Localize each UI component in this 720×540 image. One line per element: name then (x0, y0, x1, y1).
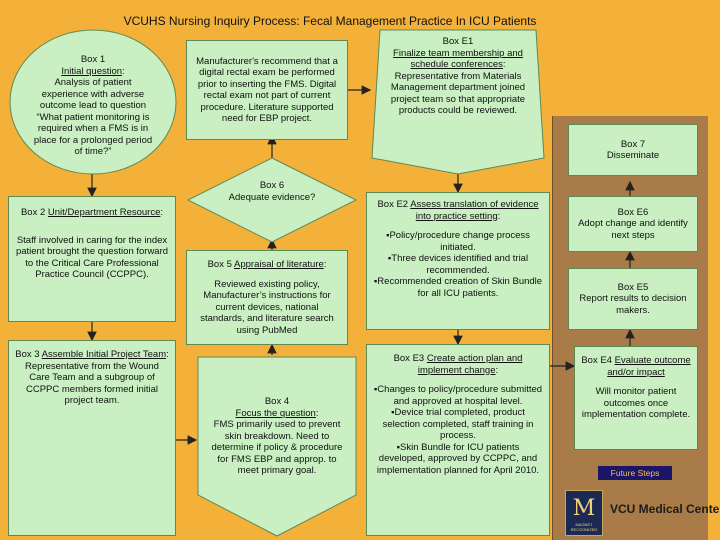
box3-label: Assemble Initial Project Team (41, 349, 167, 360)
box4-shape (197, 356, 357, 537)
boxE4-label: Evaluate outcome and/or impact (607, 355, 691, 378)
boxE4: Box E4 Evaluate outcome and/or impact Wi… (574, 346, 698, 450)
boxE1-label: Finalize team membership and schedule co… (393, 47, 523, 71)
boxE1-shape (371, 29, 545, 175)
box5-heading: Box 5 (207, 259, 232, 270)
magnet-logo: M MAGNET RECOGNIZED (565, 490, 603, 536)
manufacturer-box: Manufacturer's recommend that a digital … (186, 40, 348, 140)
boxE1-heading: Box E1 (442, 36, 474, 47)
boxE1-text: Representative from Materials Management… (390, 70, 526, 117)
boxE4-heading: Box E4 (581, 355, 612, 366)
box4-heading: Box 4 (264, 396, 290, 407)
boxE5-text: Report results to decision makers. (579, 293, 687, 316)
box4-label: Focus the question (235, 407, 316, 419)
boxE3-bullet: ▪Device trial completed, product selecti… (382, 407, 534, 441)
boxE2-bullet: ▪Three devices identified and trial reco… (387, 253, 529, 276)
box3-text: Representative from the Wound Care Team … (25, 360, 159, 407)
boxE3-heading: Box E3 (393, 353, 425, 364)
box2: Box 2 Unit/Department Resource: Staff in… (8, 196, 176, 322)
boxE5: Box E5 Report results to decision makers… (568, 268, 698, 330)
magnet-logo-sub: MAGNET RECOGNIZED (570, 522, 598, 532)
box4-text: FMS primarily used to prevent skin break… (211, 419, 343, 476)
boxE4-text: Will monitor patient outcomes once imple… (581, 386, 691, 420)
boxE2: Box E2 Assess translation of evidence in… (366, 192, 550, 330)
box1-circle (9, 29, 177, 175)
boxE5-heading: Box E5 (617, 281, 649, 293)
box6-heading: Box 6 (259, 180, 285, 191)
box2-label: Unit/Department Resource (47, 207, 161, 218)
boxE3: Box E3 Create action plan and implement … (366, 344, 550, 536)
box1-label: Initial question (61, 65, 123, 77)
boxE3-bullet: ▪Skin Bundle for ICU patients developed,… (376, 441, 540, 476)
boxE6-text: Adopt change and identify next steps (578, 218, 688, 241)
boxE2-label: Assess translation of evidence into prac… (410, 199, 539, 222)
vcu-logo: VCU Medical Center (610, 492, 720, 534)
boxE3-bullet: ▪Changes to policy/procedure submitted a… (373, 384, 543, 407)
box5-text: Reviewed existing policy, Manufacturer’s… (200, 278, 334, 336)
box7-heading: Box 7 (620, 138, 646, 150)
box1: Box 1 Initial question: Analysis of pati… (30, 54, 156, 158)
box4: Box 4 Focus the question: FMS primarily … (208, 396, 346, 477)
box2-heading: Box 2 (20, 207, 46, 218)
box1-text: Analysis of patient experience with adve… (33, 77, 153, 157)
magnet-logo-letter: M (572, 496, 596, 521)
box1-heading: Box 1 (80, 54, 106, 65)
box3: Box 3 Assemble Initial Project Team: Rep… (8, 340, 176, 536)
boxE2-bullet: ▪Policy/procedure change process initiat… (386, 230, 530, 253)
box7: Box 7 Disseminate (568, 124, 698, 176)
box5-label: Appraisal of literature (234, 259, 324, 270)
page-title: VCUHS Nursing Inquiry Process: Fecal Man… (123, 14, 537, 28)
vcu-logo-name: VCU Medical Center (610, 502, 720, 516)
box6-diamond (186, 157, 358, 243)
future-steps-label: Future Steps (598, 466, 672, 480)
boxE6-heading: Box E6 (617, 206, 649, 218)
box3-heading: Box 3 (15, 349, 40, 360)
manufacturer-text: Manufacturer's recommend that a digital … (196, 55, 338, 125)
boxE2-heading: Box E2 (377, 199, 409, 210)
box6-text: Adequate evidence? (228, 191, 316, 203)
boxE6: Box E6 Adopt change and identify next st… (568, 196, 698, 252)
box5: Box 5 Appraisal of literature: Reviewed … (186, 250, 348, 345)
boxE2-bullet: ▪Recommended creation of Skin Bundle for… (373, 276, 543, 299)
box7-text: Disseminate (606, 150, 660, 161)
box2-text: Staff involved in caring for the index p… (15, 234, 169, 281)
box6: Box 6 Adequate evidence? (226, 180, 318, 203)
boxE3-label: Create action plan and implement change (417, 353, 523, 376)
boxE1: Box E1 Finalize team membership and sche… (382, 36, 534, 117)
